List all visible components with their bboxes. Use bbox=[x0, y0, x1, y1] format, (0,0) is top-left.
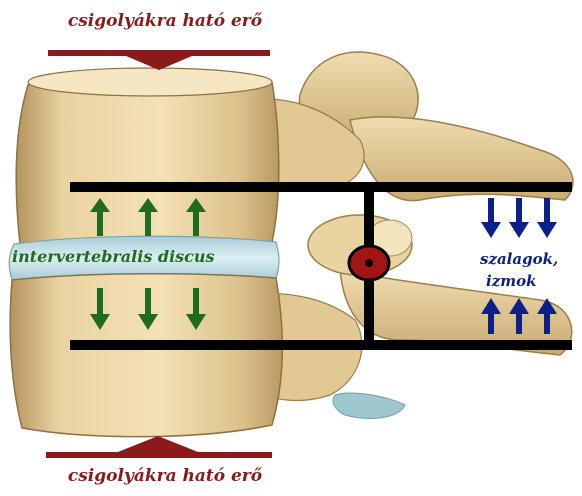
force-label-bottom: csigolyákra ható erő bbox=[0, 466, 330, 486]
force-label-top: csigolyákra ható erő bbox=[0, 11, 330, 31]
arrow-down-icon bbox=[537, 198, 557, 238]
arrow-down-icon bbox=[509, 198, 529, 238]
lower-lever-bar bbox=[70, 340, 572, 350]
lever-post-lower bbox=[364, 280, 374, 345]
force-arrow-bottom bbox=[46, 436, 272, 458]
force-arrow-top bbox=[48, 50, 270, 70]
ligaments-label: szalagok, bbox=[480, 250, 558, 268]
upper-lever-bar bbox=[70, 182, 572, 192]
arrow-down-icon bbox=[481, 198, 501, 238]
vertebrae-illustration bbox=[9, 52, 573, 437]
articular-cartilage bbox=[333, 393, 405, 418]
lever-post-upper bbox=[364, 187, 374, 247]
ligament-arrows-up bbox=[481, 298, 557, 334]
ligament-arrows-down bbox=[481, 198, 557, 238]
muscles-label: izmok bbox=[486, 272, 537, 290]
disc-label: intervertebralis discus bbox=[12, 247, 215, 266]
